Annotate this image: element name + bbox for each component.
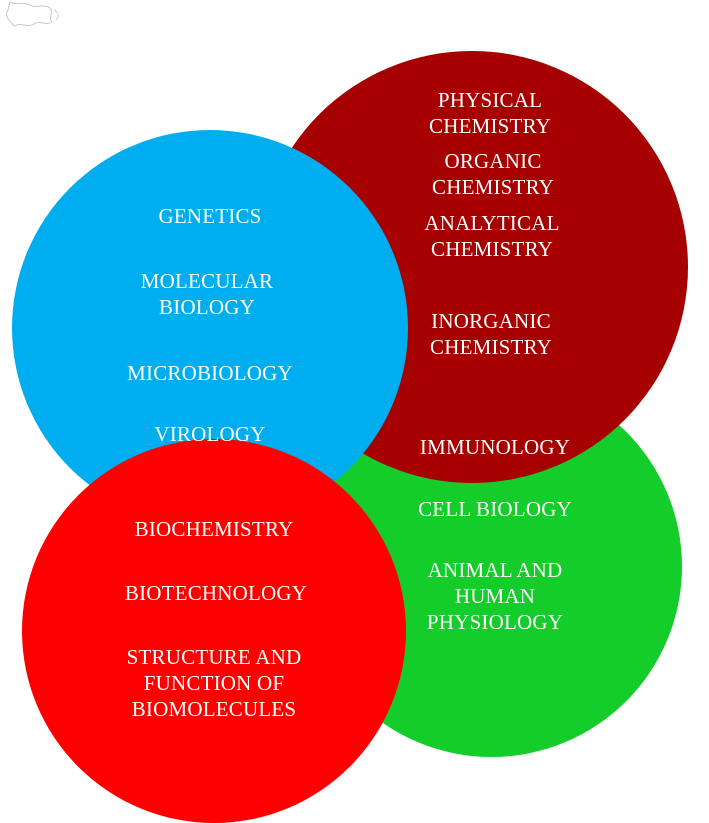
biochemistry-item-3: STRUCTURE AND FUNCTION OF BIOMOLECULES	[126, 645, 302, 721]
chemistry-item-3: ANALYTICAL CHEMISTRY	[424, 211, 560, 261]
decorative-map-sketch	[6, 1, 59, 27]
biology-item-2: MOLECULAR BIOLOGY	[140, 269, 274, 319]
biochemistry-circle	[22, 439, 406, 823]
chemistry-item-4: INORGANIC CHEMISTRY	[430, 309, 552, 359]
biology-item-1: GENETICS	[158, 204, 262, 228]
chemistry-item-1: PHYSICAL CHEMISTRY	[429, 88, 551, 138]
physiology-label-clip: IMMUNOLOGY	[301, 376, 682, 757]
biochemistry-item-2: BIOTECHNOLOGY	[124, 581, 308, 605]
physiology-item-2: CELL BIOLOGY	[418, 497, 572, 521]
biochemistry-item-1: BIOCHEMISTRY	[134, 517, 294, 541]
chemistry-item-2: ORGANIC CHEMISTRY	[432, 149, 554, 199]
physiology-item-3: ANIMAL AND HUMAN PHYSIOLOGY	[426, 558, 564, 634]
biology-item-4: VIROLOGY	[154, 422, 266, 446]
biology-item-3: MICROBIOLOGY	[127, 361, 293, 385]
physiology-item-1: IMMUNOLOGY	[419, 435, 571, 459]
